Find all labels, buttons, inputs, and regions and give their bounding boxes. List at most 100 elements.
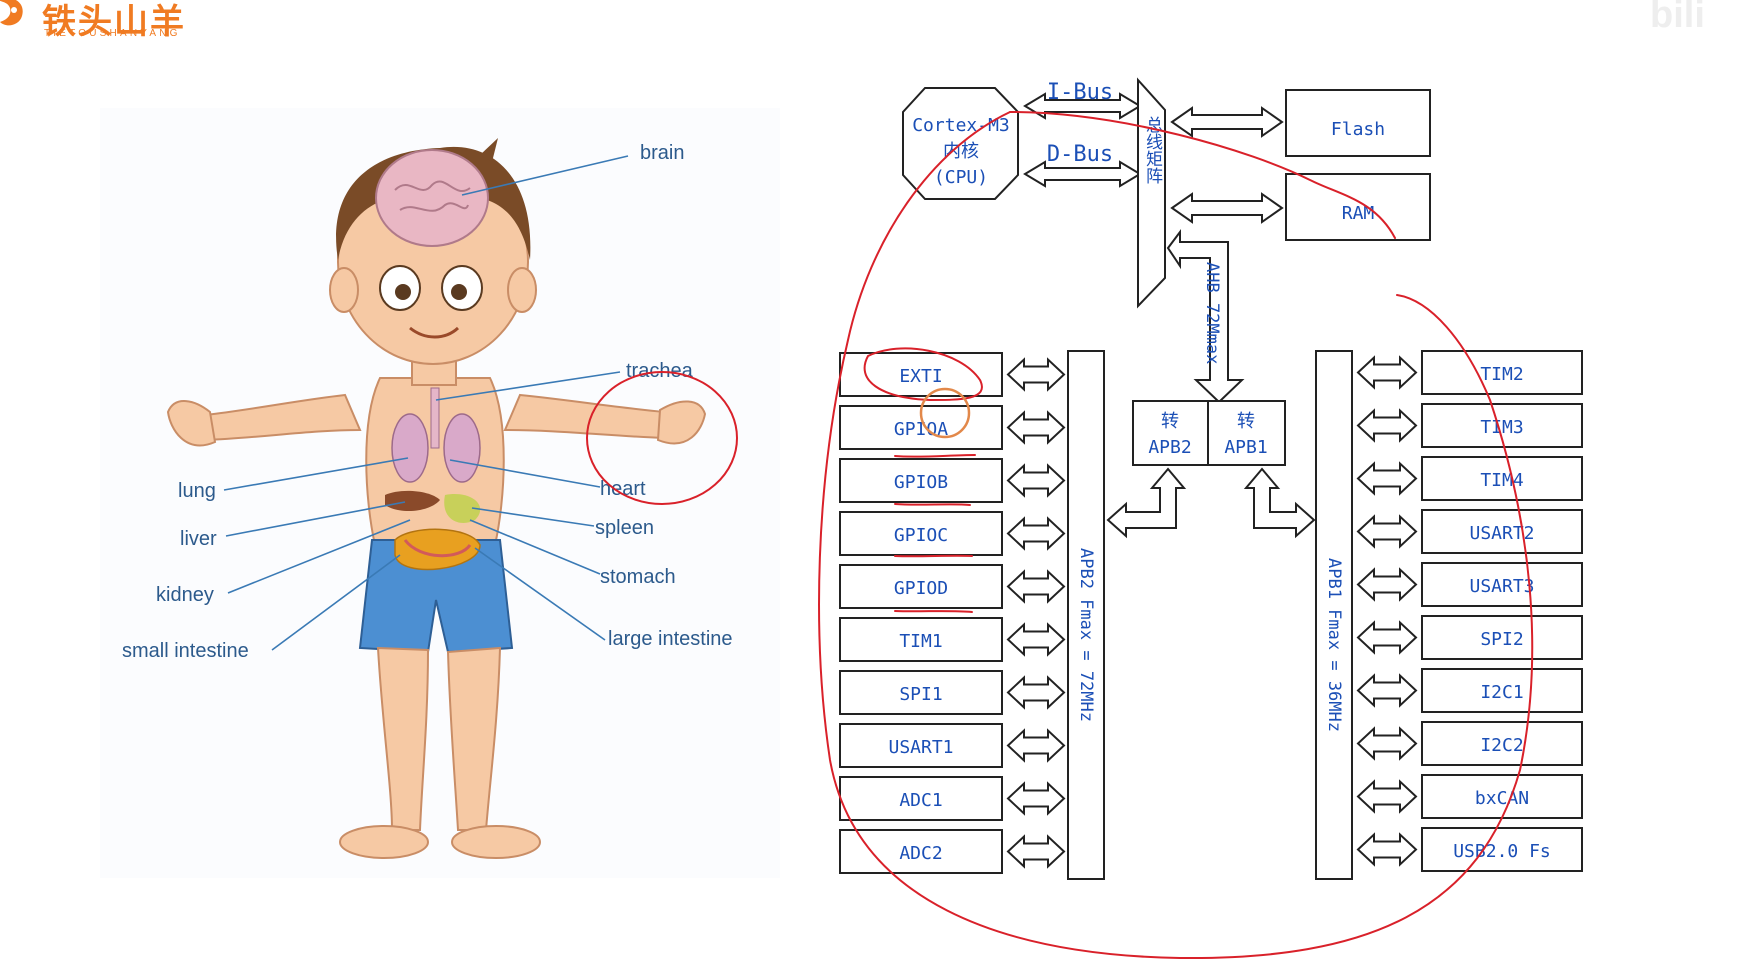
brand-name: 铁头山羊 xyxy=(42,2,186,42)
label-kidney: kidney xyxy=(156,584,214,606)
apb1-link-arrow-i2c1 xyxy=(1356,673,1418,708)
peripheral-label-i2c1: I2C1 xyxy=(1480,682,1523,703)
flash-box xyxy=(1285,89,1431,157)
peripheral-label-gpiod: GPIOD xyxy=(894,578,948,599)
gpiod-underline xyxy=(894,610,973,613)
ram-arrow xyxy=(1170,192,1284,224)
label-heart: heart xyxy=(600,478,646,500)
peripheral-box-tim1 xyxy=(839,617,1003,662)
peripheral-box-adc2 xyxy=(839,829,1003,874)
peripheral-label-tim1: TIM1 xyxy=(899,631,942,652)
peripheral-box-spi2 xyxy=(1421,615,1583,660)
gpiob-underline xyxy=(894,503,971,506)
cursor-ring xyxy=(919,387,971,439)
bridge-apb1-line2: APB1 xyxy=(1224,437,1267,458)
apb1-link-arrow-i2c2 xyxy=(1356,726,1418,761)
peripheral-box-gpioc xyxy=(839,511,1003,556)
peripheral-label-i2c2: I2C2 xyxy=(1480,735,1523,756)
peripheral-label-tim4: TIM4 xyxy=(1480,470,1523,491)
gpioa-underline xyxy=(894,454,976,458)
dbus-label: D-Bus xyxy=(1047,142,1113,167)
bridge-apb2 xyxy=(1132,400,1209,466)
apb2-link-arrow-gpiob xyxy=(1006,463,1066,498)
stm32-bus-diagram: Cortex-M3 内核 (CPU) I-Bus D-Bus 总线矩阵 Flas… xyxy=(586,77,1583,960)
apb1-link-arrow-bxcan xyxy=(1356,779,1418,814)
ram-box xyxy=(1285,173,1431,241)
apb2-bus xyxy=(1067,350,1105,880)
apb1-link-arrow-tim3 xyxy=(1356,408,1418,443)
ram-head-icon xyxy=(0,0,23,26)
apb1-bus xyxy=(1315,350,1353,880)
peripheral-box-usb2-0-fs xyxy=(1421,827,1583,872)
peripheral-label-gpioc: GPIOC xyxy=(894,525,948,546)
ram-path-annotation xyxy=(1009,111,1396,239)
peripheral-box-usart3 xyxy=(1421,562,1583,607)
apb1-link-arrow-tim4 xyxy=(1356,461,1418,496)
apb2-peripherals: EXTIGPIOAGPIOBGPIOCGPIODTIM1SPI1USART1AD… xyxy=(839,352,1066,874)
flash-arrow xyxy=(1170,106,1284,138)
peripheral-box-gpiob xyxy=(839,458,1003,503)
peripheral-box-gpiod xyxy=(839,564,1003,609)
label-liver: liver xyxy=(180,528,217,550)
peripheral-box-usart1 xyxy=(839,723,1003,768)
peripheral-box-tim4 xyxy=(1421,456,1583,501)
label-trachea: trachea xyxy=(626,360,694,382)
label-small-intestine: small intestine xyxy=(122,640,249,662)
apb2-bus-label: APB2 Fmax = 72MHz xyxy=(1076,548,1096,722)
bridge-apb1 xyxy=(1207,400,1286,466)
peripheral-box-i2c2 xyxy=(1421,721,1583,766)
apb1-link-arrow-usart2 xyxy=(1356,514,1418,549)
peripheral-label-usb2-0-fs: USB2.0 Fs xyxy=(1453,841,1551,862)
peripheral-label-spi2: SPI2 xyxy=(1480,629,1523,650)
apb1-link-arrow-tim2 xyxy=(1356,355,1418,390)
apb2-link-arrow-gpioc xyxy=(1006,516,1066,551)
apb1-link-arrow-spi2 xyxy=(1356,620,1418,655)
peripheral-label-bxcan: bxCAN xyxy=(1475,788,1529,809)
apb2-link-arrow-gpioa xyxy=(1006,410,1066,445)
watermark: bili xyxy=(1650,0,1705,36)
peripheral-label-gpiob: GPIOB xyxy=(894,472,948,493)
peripheral-label-usart1: USART1 xyxy=(888,737,953,758)
cpu-label-2: 内核 xyxy=(943,141,979,162)
cpu-label-1: Cortex-M3 xyxy=(912,115,1010,136)
apb2-link-arrow-adc1 xyxy=(1006,781,1066,816)
bus-matrix-label: 总线矩阵 xyxy=(1142,116,1163,184)
ram-label: RAM xyxy=(1342,203,1375,224)
ahb-label: AHB 72Mmax xyxy=(1202,262,1222,364)
apb2-link-arrow-gpiod xyxy=(1006,569,1066,604)
bus-matrix xyxy=(1137,77,1166,309)
peripheral-label-adc1: ADC1 xyxy=(899,790,942,811)
red-annotations xyxy=(586,111,1534,960)
exti-circle-annotation xyxy=(863,347,983,402)
peripheral-label-spi1: SPI1 xyxy=(899,684,942,705)
ibus-label: I-Bus xyxy=(1047,80,1113,105)
label-spleen: spleen xyxy=(595,517,654,539)
apb2-link-arrow-spi1 xyxy=(1006,675,1066,710)
gpioc-underline xyxy=(894,554,973,558)
label-large-intestine: large intestine xyxy=(608,628,733,650)
peripheral-box-spi1 xyxy=(839,670,1003,715)
label-brain: brain xyxy=(640,142,684,164)
brand-subtitle: TIETOUSHANYANG xyxy=(44,28,181,39)
bridge-apb2-line2: APB2 xyxy=(1148,437,1191,458)
peripheral-label-usart3: USART3 xyxy=(1469,576,1534,597)
apb1-connector-arrow xyxy=(1243,467,1316,539)
apb2-link-arrow-usart1 xyxy=(1006,728,1066,763)
peripheral-label-usart2: USART2 xyxy=(1469,523,1534,544)
peripheral-label-tim3: TIM3 xyxy=(1480,417,1523,438)
boy-illustration: brain trachea heart lung liver spleen st… xyxy=(100,108,780,878)
label-lung: lung xyxy=(178,480,216,502)
apb2-link-arrow-tim1 xyxy=(1006,622,1066,657)
flash-label: Flash xyxy=(1331,119,1385,140)
apb1-link-arrow-usart3 xyxy=(1356,567,1418,602)
apb2-link-arrow-adc2 xyxy=(1006,834,1066,869)
bridge-apb1-line1: 转 xyxy=(1237,411,1255,432)
apb2-connector-arrow xyxy=(1106,467,1187,539)
apb2-link-arrow-exti xyxy=(1006,357,1066,392)
peripheral-box-tim2 xyxy=(1421,350,1583,395)
peripheral-box-i2c1 xyxy=(1421,668,1583,713)
peripheral-label-exti: EXTI xyxy=(899,366,942,387)
apb1-bus-label: APB1 Fmax = 36MHz xyxy=(1324,558,1344,732)
hand-circle-annotation xyxy=(586,371,738,505)
